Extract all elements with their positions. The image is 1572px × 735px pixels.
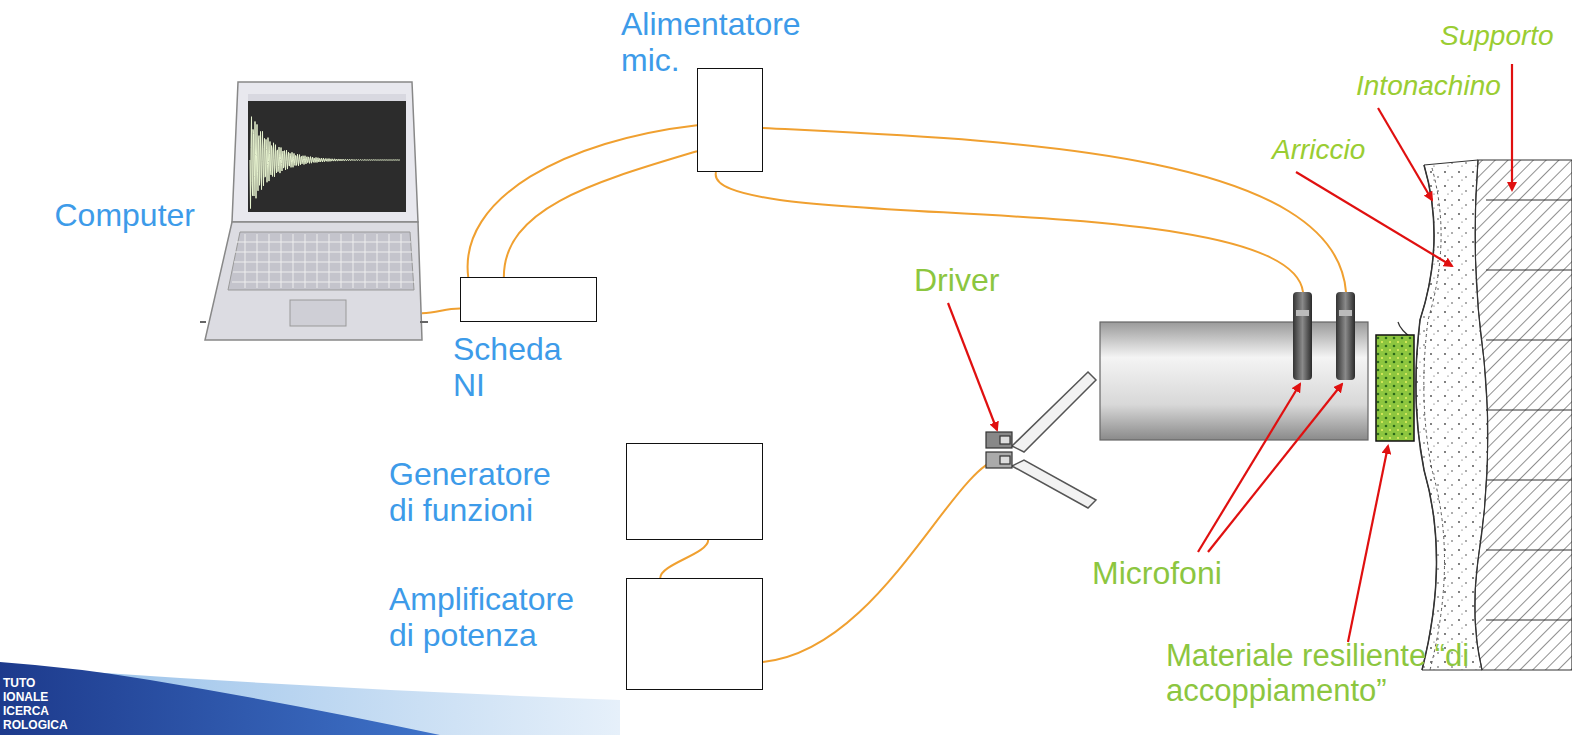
microphone: [1293, 292, 1355, 380]
laptop-illustration: [200, 82, 428, 340]
leader-arrow: [948, 64, 1512, 642]
impedance-tube: [1100, 322, 1368, 440]
signal-wire: [422, 309, 460, 314]
node-label: Computer: [35, 197, 195, 233]
signal-wire: [468, 125, 697, 277]
layer-label: Arriccio: [1272, 134, 1422, 165]
daq-board-box: Scheda NI: [460, 277, 597, 322]
node-label: Alimentatore mic.: [621, 6, 821, 78]
logo-text: TUTO IONALE ICERCA ROLOGICA: [3, 676, 77, 732]
wall-section: [1398, 160, 1572, 670]
signal-wire: [504, 151, 697, 277]
part-label: Microfoni: [1092, 555, 1272, 591]
resilient-pad: [1376, 335, 1414, 441]
layer-label: Intonachino: [1356, 70, 1556, 101]
power-supply-box: Alimentatore mic.: [697, 68, 763, 172]
node-label: Amplificatore di potenza: [389, 581, 589, 653]
logo-band: [0, 662, 620, 735]
function-generator-box: Generatore di funzioni: [626, 443, 763, 540]
power-amplifier-box: Amplificatore di potenza: [626, 578, 763, 690]
driver-unit: [986, 432, 1012, 468]
computer: Computer: [205, 80, 422, 345]
part-label: Driver: [914, 262, 1064, 298]
node-label: Scheda NI: [453, 331, 578, 403]
layer-label: Supporto: [1440, 20, 1568, 51]
resilient-pad-texture: [1377, 336, 1413, 440]
part-label: Materiale resiliente “di accoppiamento”: [1166, 638, 1562, 708]
signal-wire: [660, 540, 708, 578]
node-label: Generatore di funzioni: [389, 456, 569, 528]
horn: [1012, 372, 1096, 508]
